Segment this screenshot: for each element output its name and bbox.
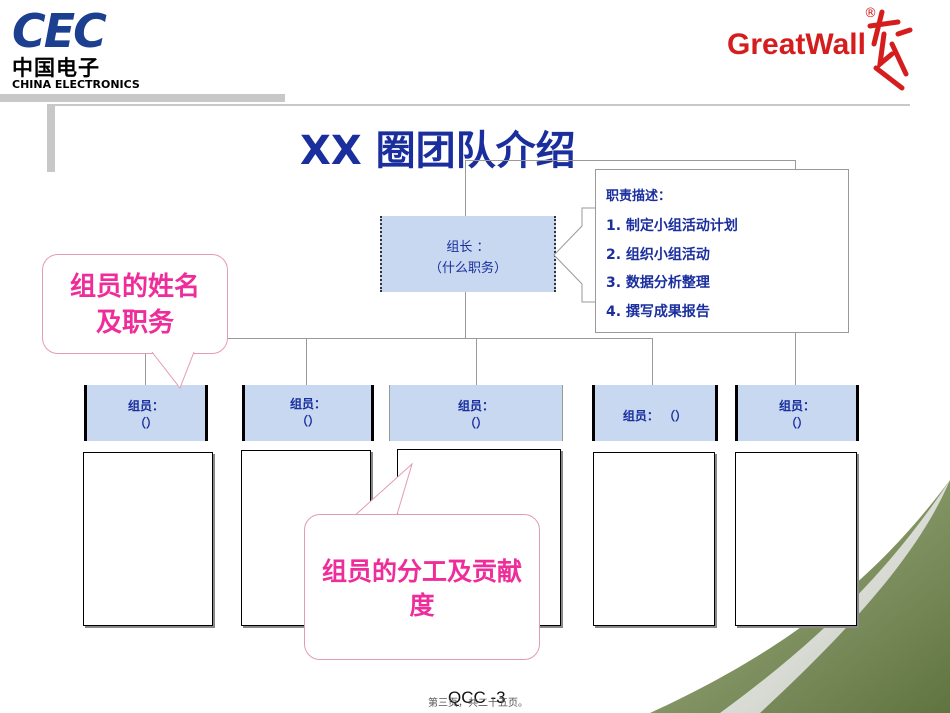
callout-text: 组员的分工及贡献度 <box>321 557 522 620</box>
duties-arrow-icon <box>553 207 598 303</box>
member-detail-box <box>735 452 857 626</box>
member-detail-box <box>593 452 715 626</box>
duty-item: 3. 数据分析整理 <box>606 275 710 291</box>
leader-box: 组长 ： （什么职务） <box>380 216 556 292</box>
connector-line <box>465 160 466 216</box>
connector-line <box>145 338 146 385</box>
cec-logo-chinese: 中国电子 <box>12 56 100 80</box>
member-role: （） <box>663 409 688 423</box>
member-label: 组员： <box>622 409 659 423</box>
page-curl-decoration <box>650 480 950 713</box>
duty-item: 4. 撰写成果报告 <box>606 304 710 320</box>
connector-line <box>652 338 653 385</box>
member-label: 组员： <box>778 399 815 413</box>
decorative-bar-vertical <box>47 104 55 172</box>
decorative-bar-top <box>0 94 285 102</box>
callout-name-role: 组员的姓名及职务 <box>42 254 228 354</box>
leader-title: 组长 ： <box>446 240 490 255</box>
connector-line <box>145 338 652 339</box>
page-indicator: 第三页，共二十五页。 <box>428 698 528 709</box>
member-box: 组员： （） <box>389 385 563 441</box>
callout-text: 组员的姓名及职务 <box>69 272 200 338</box>
slide-code: QCC -3 <box>448 688 506 707</box>
member-label: 组员： <box>289 397 326 411</box>
cec-logo-letters: CEC <box>12 4 107 58</box>
callout-pointer-icon <box>351 462 413 519</box>
member-label: 组员： <box>127 399 164 413</box>
duties-box: 职责描述： 1. 制定小组活动计划 2. 组织小组活动 3. 数据分析整理 4.… <box>595 169 849 333</box>
slide-title: XX 圈团队介绍 <box>300 128 576 174</box>
greatwall-calligraphy-icon <box>867 9 913 91</box>
duty-item: 1. 制定小组活动计划 <box>606 218 738 234</box>
connector-line <box>306 338 307 385</box>
decorative-rule <box>55 104 910 106</box>
member-role: （） <box>463 416 488 430</box>
duties-heading: 职责描述： <box>606 189 672 204</box>
callout-pointer-icon <box>151 350 195 390</box>
connector-line <box>465 292 466 338</box>
member-box: 组员： （） <box>592 385 718 441</box>
duty-item: 2. 组织小组活动 <box>606 247 710 263</box>
member-label: 组员： <box>457 399 494 413</box>
connector-line <box>476 338 477 385</box>
registered-mark: ® <box>864 6 877 21</box>
member-box: 组员： （） <box>735 385 859 441</box>
member-box: 组员： （） <box>84 385 208 441</box>
greatwall-logo-text: GreatWall <box>727 28 866 61</box>
member-role: （） <box>784 416 809 430</box>
callout-division: 组员的分工及贡献度 <box>304 514 540 660</box>
member-box: 组员： （） <box>242 385 374 441</box>
connector-line <box>465 160 795 161</box>
cec-logo-english: CHINA ELECTRONICS <box>12 78 140 91</box>
member-detail-box <box>83 452 213 626</box>
member-role: （） <box>133 416 158 430</box>
member-role: （） <box>295 414 320 428</box>
leader-role: （什么职务） <box>428 261 507 276</box>
